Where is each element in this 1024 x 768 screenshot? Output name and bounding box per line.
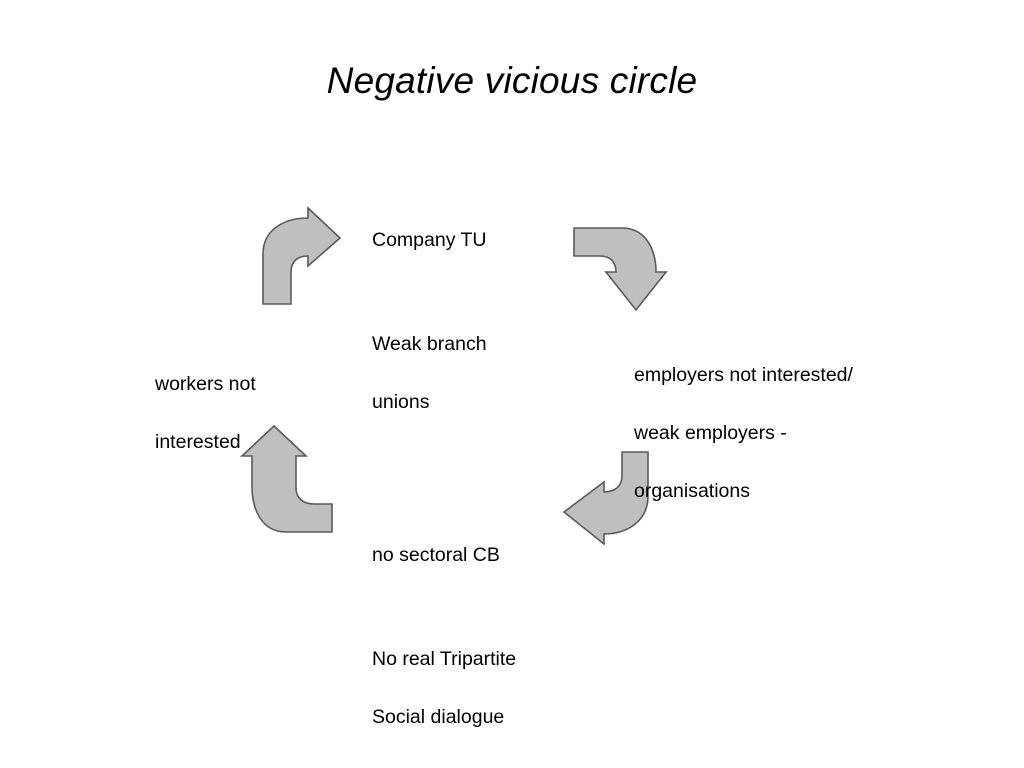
label-workers-line-1: workers not bbox=[155, 373, 256, 395]
label-sectoral-cb: no sectoral CB No real Tripartite Social… bbox=[372, 512, 622, 761]
label-workers-not-interested: workers not interested bbox=[155, 341, 355, 486]
curved-arrow-down-left-icon bbox=[560, 450, 652, 546]
label-sectoral-line-2: No real Tripartite bbox=[372, 648, 517, 670]
label-employers-line-1: employers not interested/ bbox=[634, 364, 853, 386]
spacer bbox=[372, 284, 602, 301]
label-employers-line-3: organisations bbox=[634, 480, 750, 502]
label-workers-line-2: interested bbox=[155, 431, 241, 453]
label-company-tu-line-2: Weak branch bbox=[372, 333, 487, 355]
curved-arrow-up-right-icon bbox=[258, 206, 344, 306]
label-employers-line-2: weak employers - bbox=[634, 422, 787, 444]
label-sectoral-line-3: Social dialogue bbox=[372, 706, 505, 728]
page-title: Negative vicious circle bbox=[326, 60, 698, 101]
curved-arrow-right-down-icon bbox=[570, 224, 668, 316]
label-company-tu-line-3: unions bbox=[372, 391, 430, 413]
label-employers: employers not interested/ weak employers… bbox=[634, 332, 944, 535]
spacer bbox=[372, 599, 622, 616]
label-company-tu: Company TU Weak branch unions bbox=[372, 197, 602, 446]
label-sectoral-line-1: no sectoral CB bbox=[372, 544, 500, 566]
label-company-tu-line-1: Company TU bbox=[372, 229, 487, 251]
curved-arrow-left-up-icon bbox=[239, 424, 336, 536]
